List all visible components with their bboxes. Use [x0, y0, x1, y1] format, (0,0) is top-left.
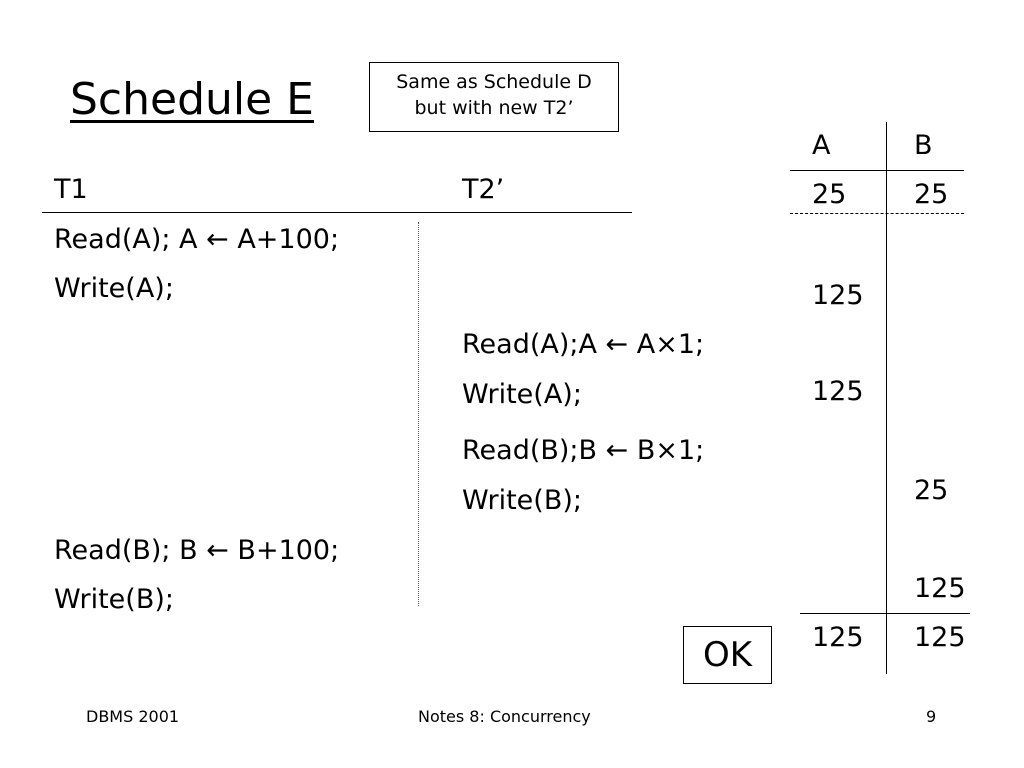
footer-course: DBMS 2001: [86, 707, 180, 726]
t1-op-read-a: Read(A); A ← A+100;: [54, 224, 340, 255]
values-header-divider: [790, 170, 964, 171]
values-column-divider: [886, 122, 887, 674]
t2-op-write-b: Write(B);: [462, 485, 582, 516]
t2-op-read-b: Read(B);B ← B×1;: [462, 435, 705, 466]
value-initial-a: 25: [812, 179, 847, 210]
t2-header: T2’: [462, 174, 505, 205]
t1-op-write-a: Write(A);: [54, 273, 174, 304]
value-header-b: B: [914, 130, 933, 161]
value-initial-b: 25: [914, 179, 949, 210]
t1-header: T1: [54, 174, 88, 205]
slide-title: Schedule E: [70, 74, 314, 125]
value-header-a: A: [812, 130, 831, 161]
footer-page-number: 9: [926, 707, 937, 726]
t1-op-read-b: Read(B); B ← B+100;: [54, 535, 340, 566]
footer-topic: Notes 8: Concurrency: [418, 707, 591, 726]
t1-op-write-b: Write(B);: [54, 584, 174, 615]
result-ok-box: OK: [683, 626, 772, 684]
note-line-2: but with new T2’: [414, 97, 574, 119]
t2-op-write-a: Write(A);: [462, 379, 582, 410]
value-b-after-t2: 25: [914, 475, 949, 506]
value-b-after-t1: 125: [914, 573, 966, 604]
transactions-column-divider: [418, 222, 419, 606]
values-final-divider: [800, 613, 970, 614]
transactions-header-divider: [42, 212, 632, 213]
note-box: Same as Schedule D but with new T2’: [369, 62, 619, 132]
value-a-after-t2: 125: [812, 376, 864, 407]
values-initial-divider: [790, 213, 964, 214]
value-final-b: 125: [914, 622, 966, 653]
t2-op-read-a: Read(A);A ← A×1;: [462, 329, 705, 360]
note-line-1: Same as Schedule D: [396, 71, 592, 93]
value-final-a: 125: [812, 622, 864, 653]
value-a-after-t1: 125: [812, 280, 864, 311]
